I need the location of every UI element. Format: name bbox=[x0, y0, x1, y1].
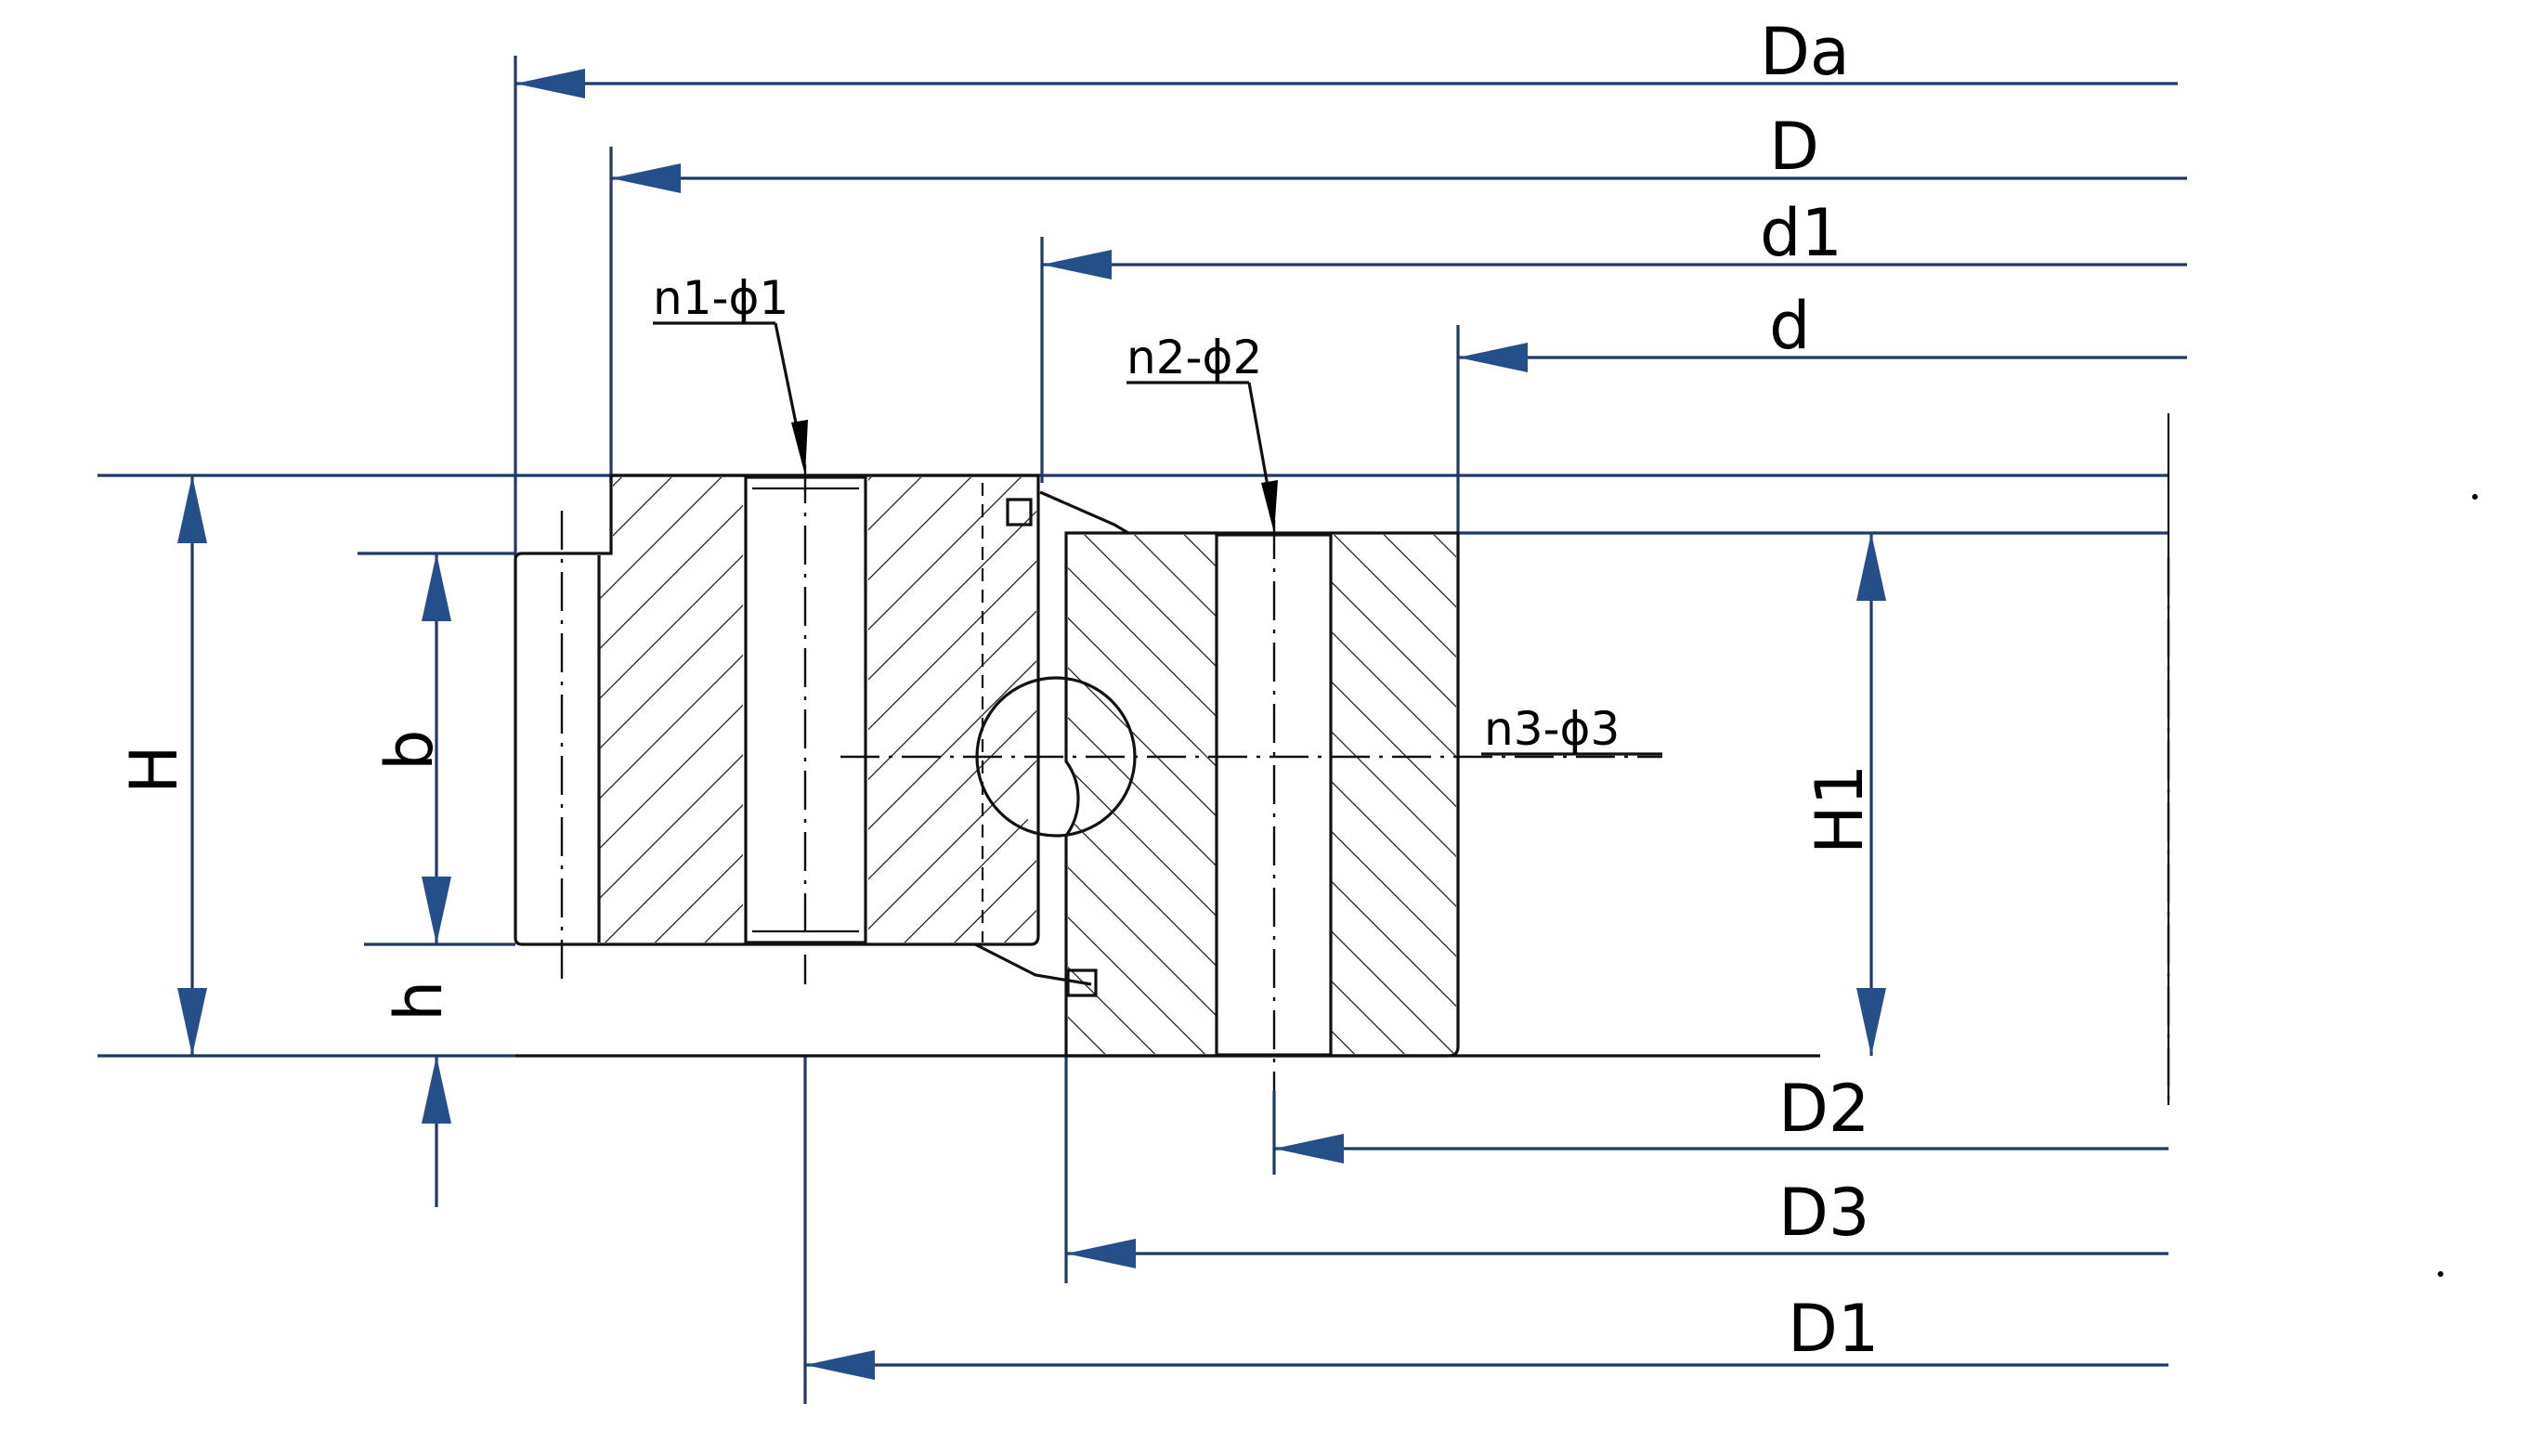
label-D: D bbox=[1769, 109, 1819, 185]
outer-ring bbox=[514, 474, 1040, 946]
label-Da: Da bbox=[1760, 14, 1850, 90]
label-h: h bbox=[381, 981, 457, 1021]
label-b: b bbox=[371, 730, 448, 771]
label-n3: n3-ϕ3 bbox=[1484, 702, 1620, 756]
label-d: d bbox=[1769, 288, 1810, 364]
label-H1: H1 bbox=[1802, 764, 1878, 854]
label-D1: D1 bbox=[1788, 1291, 1879, 1367]
label-n1: n1-ϕ1 bbox=[653, 271, 788, 325]
dimension-arrows bbox=[177, 69, 1886, 1380]
bearing-section bbox=[514, 413, 2170, 1105]
dimension-lines bbox=[98, 56, 2187, 1404]
label-D2: D2 bbox=[1778, 1071, 1869, 1147]
hole-leaders bbox=[653, 321, 1662, 756]
label-H: H bbox=[116, 745, 192, 794]
seals bbox=[974, 490, 1129, 997]
label-D3: D3 bbox=[1778, 1175, 1869, 1251]
dimension-labels: Da D d1 d D2 D3 D1 H b h H1 n1-ϕ1 n2-ϕ2 … bbox=[116, 14, 1879, 1367]
stray-dot bbox=[2472, 494, 2478, 500]
stray-dot bbox=[2438, 1271, 2443, 1277]
label-d1: d1 bbox=[1760, 195, 1842, 271]
label-n2: n2-ϕ2 bbox=[1126, 331, 1262, 384]
